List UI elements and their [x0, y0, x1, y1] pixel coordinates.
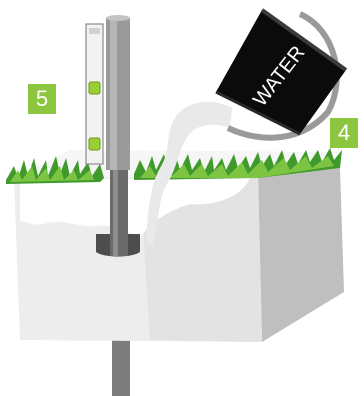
post-lower — [110, 170, 128, 256]
post-bottom — [112, 340, 130, 396]
soil-side-face — [258, 168, 344, 342]
spirit-level-icon — [86, 24, 103, 164]
step-badge-4: 4 — [330, 118, 358, 148]
post-lower-highlight — [113, 170, 118, 256]
post-cap — [106, 15, 130, 21]
step-badge-5: 5 — [28, 84, 56, 114]
water-bucket-icon: WATER — [216, 10, 346, 138]
post-upper-highlight — [110, 18, 117, 170]
post-upper — [106, 18, 130, 170]
